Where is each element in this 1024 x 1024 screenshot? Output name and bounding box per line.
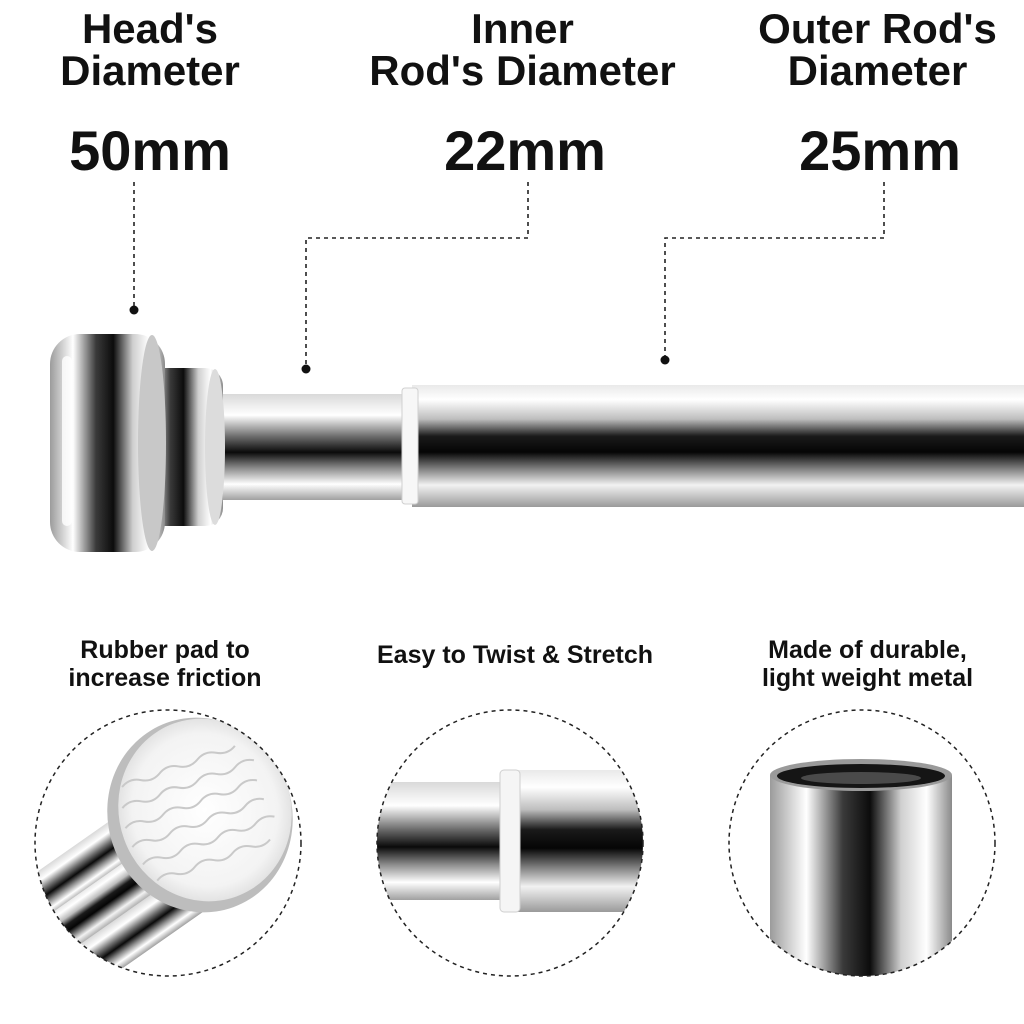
feature-twist-caption: Easy to Twist & Stretch [350,641,680,669]
callout-head-title: Head's Diameter [40,8,260,92]
outer-rod [412,385,1024,507]
cap-collar-face [205,369,225,525]
detail-twist-joint [377,710,643,976]
feature-twist-line1: Easy to Twist & Stretch [377,641,653,669]
detail-circle-2 [376,709,644,977]
feature-rubber-pad-line2: increase friction [68,664,262,692]
leader-inner-dot [301,364,311,374]
feature-metal-line1: Made of durable, [768,636,967,664]
leader-head-dot [129,305,139,315]
leader-inner [305,182,529,366]
cap-head-face [138,335,166,551]
feature-metal-caption: Made of durable, light weight metal [730,636,1005,692]
callout-inner-title: Inner Rod's Diameter [345,8,700,92]
callout-inner-line2: Rod's Diameter [369,47,676,94]
callout-outer-size: 25mm [799,119,961,182]
cap-head-highlight [62,356,72,526]
detail-metal-tube [729,710,995,976]
inner-rod [210,394,410,500]
callout-outer-title: Outer Rod's Diameter [735,8,1020,92]
feature-rubber-pad-caption: Rubber pad to increase friction [30,636,300,692]
callout-outer-line2: Diameter [787,47,968,94]
leader-lines [133,182,885,366]
callout-head-line2: Diameter [60,47,240,94]
cap-head [50,334,165,552]
leader-outer [664,182,885,358]
detail-rubber-pad [35,710,301,976]
callout-head-size: 50mm [69,119,231,182]
detail-circle-3 [728,709,996,977]
joint-sleeve [401,387,419,505]
leader-outer-dot [660,355,670,365]
detail-circle-1 [34,709,302,977]
feature-rubber-pad-line1: Rubber pad to [80,636,250,664]
callout-outer-line1: Outer Rod's [758,5,997,52]
callout-head-line1: Head's [81,5,219,52]
callout-inner-line1: Inner [471,5,574,52]
callout-inner-size: 22mm [444,119,606,182]
feature-metal-line2: light weight metal [761,664,974,692]
